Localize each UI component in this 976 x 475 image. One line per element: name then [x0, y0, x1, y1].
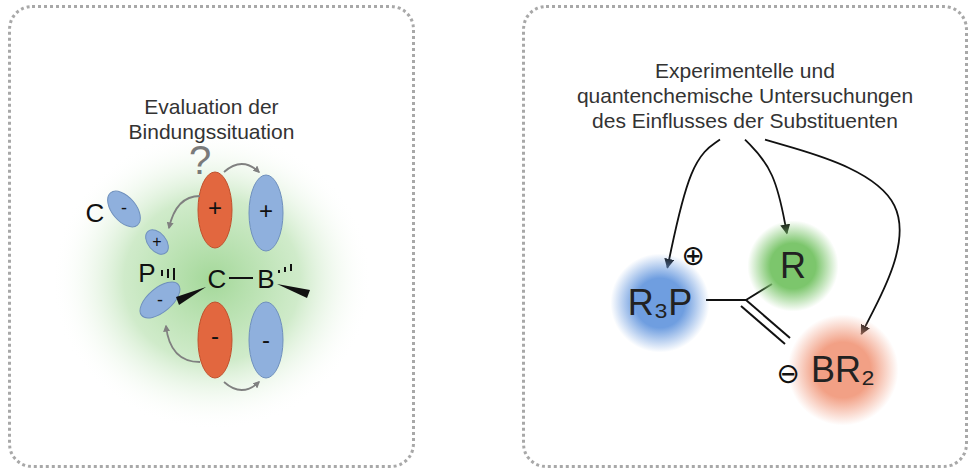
blue-lobe	[101, 185, 146, 233]
diagram-label: +	[152, 234, 161, 250]
diagram-label: -	[157, 291, 163, 309]
green-glow	[52, 130, 372, 430]
red-lobe	[198, 302, 232, 378]
substituent-blob: BR₂	[787, 314, 899, 426]
diagram-label: ?	[189, 140, 211, 180]
diagram-label: P	[138, 260, 155, 286]
blue-lobe	[141, 225, 173, 258]
diagram-label: +	[259, 199, 273, 223]
diagram-label: ⊕	[681, 242, 704, 270]
curved-arrows	[166, 164, 259, 390]
substituent-blob: R	[747, 220, 839, 312]
red-lobe	[198, 172, 232, 248]
wedge-bond	[176, 287, 206, 305]
diagram-label: -	[121, 199, 127, 217]
connector-arrow	[745, 140, 787, 234]
panel: Experimentelle und quantenchemische Unte…	[522, 5, 968, 468]
substituent-text: R	[780, 245, 806, 287]
blue-lobe	[249, 302, 283, 378]
diagram-label: -	[262, 328, 270, 352]
wedge-bond	[277, 284, 310, 298]
diagram-label: +	[208, 196, 222, 220]
diagram-label: B	[257, 266, 274, 292]
diagram-label: C	[86, 200, 105, 226]
panel: Evaluation der Bindungssituation	[8, 5, 415, 468]
substituent-text: BR₂	[811, 349, 875, 391]
diagram-label: -	[211, 324, 219, 348]
substituent-text: R₃P	[628, 282, 693, 324]
blue-lobe	[249, 175, 283, 251]
diagram-label: ⊖	[776, 360, 799, 388]
panel-heading: Experimentelle und quantenchemische Unte…	[573, 58, 918, 134]
diagram-label: C	[208, 266, 227, 292]
panel-heading: Evaluation der Bindungssituation	[92, 94, 332, 144]
